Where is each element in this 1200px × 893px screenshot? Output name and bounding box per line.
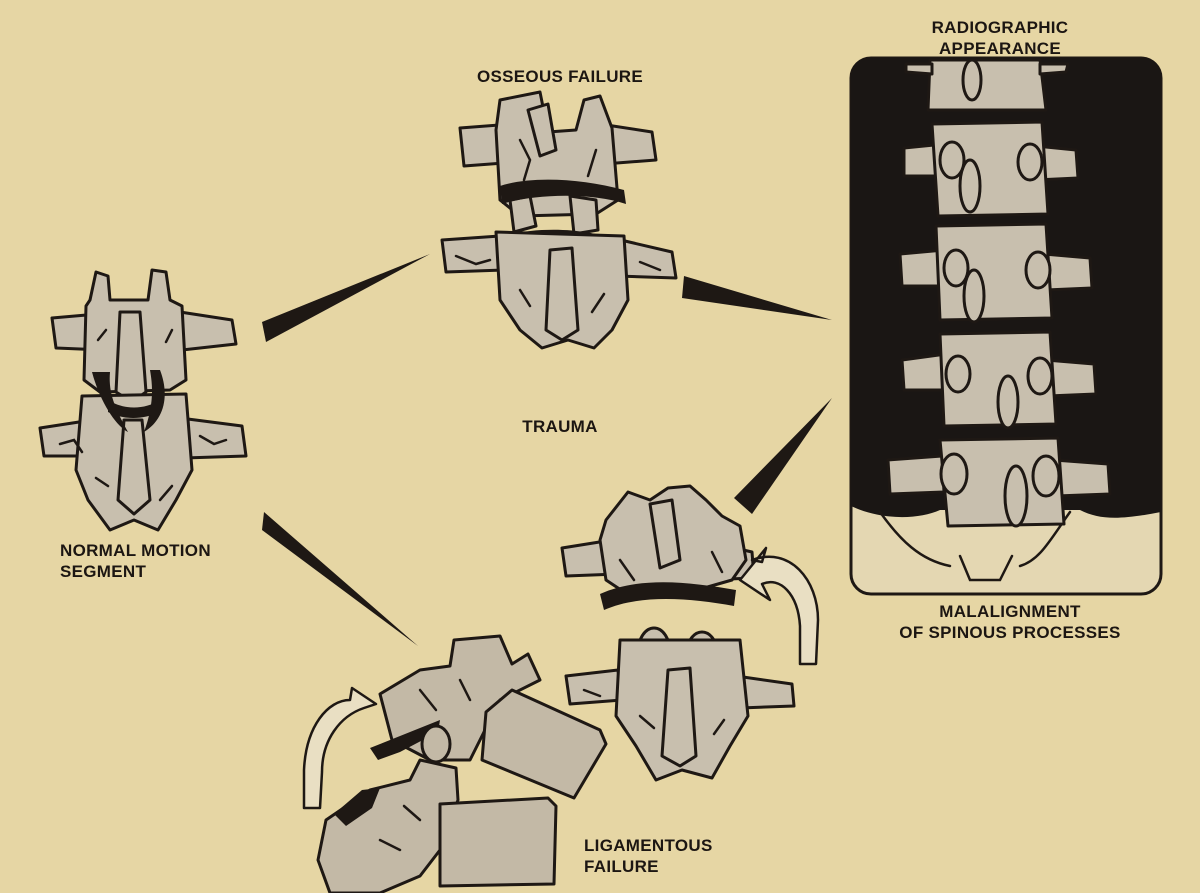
normal-label-line1: NORMAL MOTION bbox=[60, 541, 211, 560]
wedge-pointers bbox=[262, 254, 832, 646]
malalignment-label-line1: MALALIGNMENT bbox=[939, 602, 1081, 621]
radiographic-panel bbox=[849, 56, 1163, 596]
ligamentous-failure-label: LIGAMENTOUS FAILURE bbox=[584, 835, 784, 877]
radiograph-spine-column bbox=[886, 58, 1112, 528]
radiographic-label-line2: APPEARANCE bbox=[938, 39, 1062, 58]
osseous-failure-label: OSSEOUS FAILURE bbox=[440, 66, 680, 87]
radiographic-label-line1: RADIOGRAPHIC bbox=[931, 18, 1069, 37]
wedge-normal-to-ligamentous bbox=[262, 512, 418, 646]
wedge-osseous-to-radiograph bbox=[682, 276, 832, 320]
normal-label-line2: SEGMENT bbox=[60, 562, 147, 581]
ligamentous-label-line2: FAILURE bbox=[584, 857, 659, 876]
malalignment-label: MALALIGNMENT OF SPINOUS PROCESSES bbox=[860, 601, 1160, 643]
wedge-normal-to-osseous bbox=[262, 254, 430, 342]
ligamentous-failure-front-figure bbox=[560, 484, 820, 782]
trauma-label: TRAUMA bbox=[480, 416, 640, 437]
wedge-ligamentous-to-radiograph bbox=[734, 398, 832, 514]
osseous-failure-figure bbox=[440, 90, 678, 350]
normal-motion-segment-figure bbox=[38, 268, 248, 532]
ligamentous-label-line1: LIGAMENTOUS bbox=[584, 836, 713, 855]
trauma-label-line1: TRAUMA bbox=[522, 417, 598, 436]
radiographic-appearance-label: RADIOGRAPHIC APPEARANCE bbox=[880, 17, 1120, 59]
ligamentous-failure-lateral-figure bbox=[302, 634, 608, 893]
normal-motion-segment-label: NORMAL MOTION SEGMENT bbox=[60, 540, 260, 582]
osseous-label-line1: OSSEOUS FAILURE bbox=[476, 67, 644, 86]
malalignment-label-line2: OF SPINOUS PROCESSES bbox=[899, 623, 1121, 642]
